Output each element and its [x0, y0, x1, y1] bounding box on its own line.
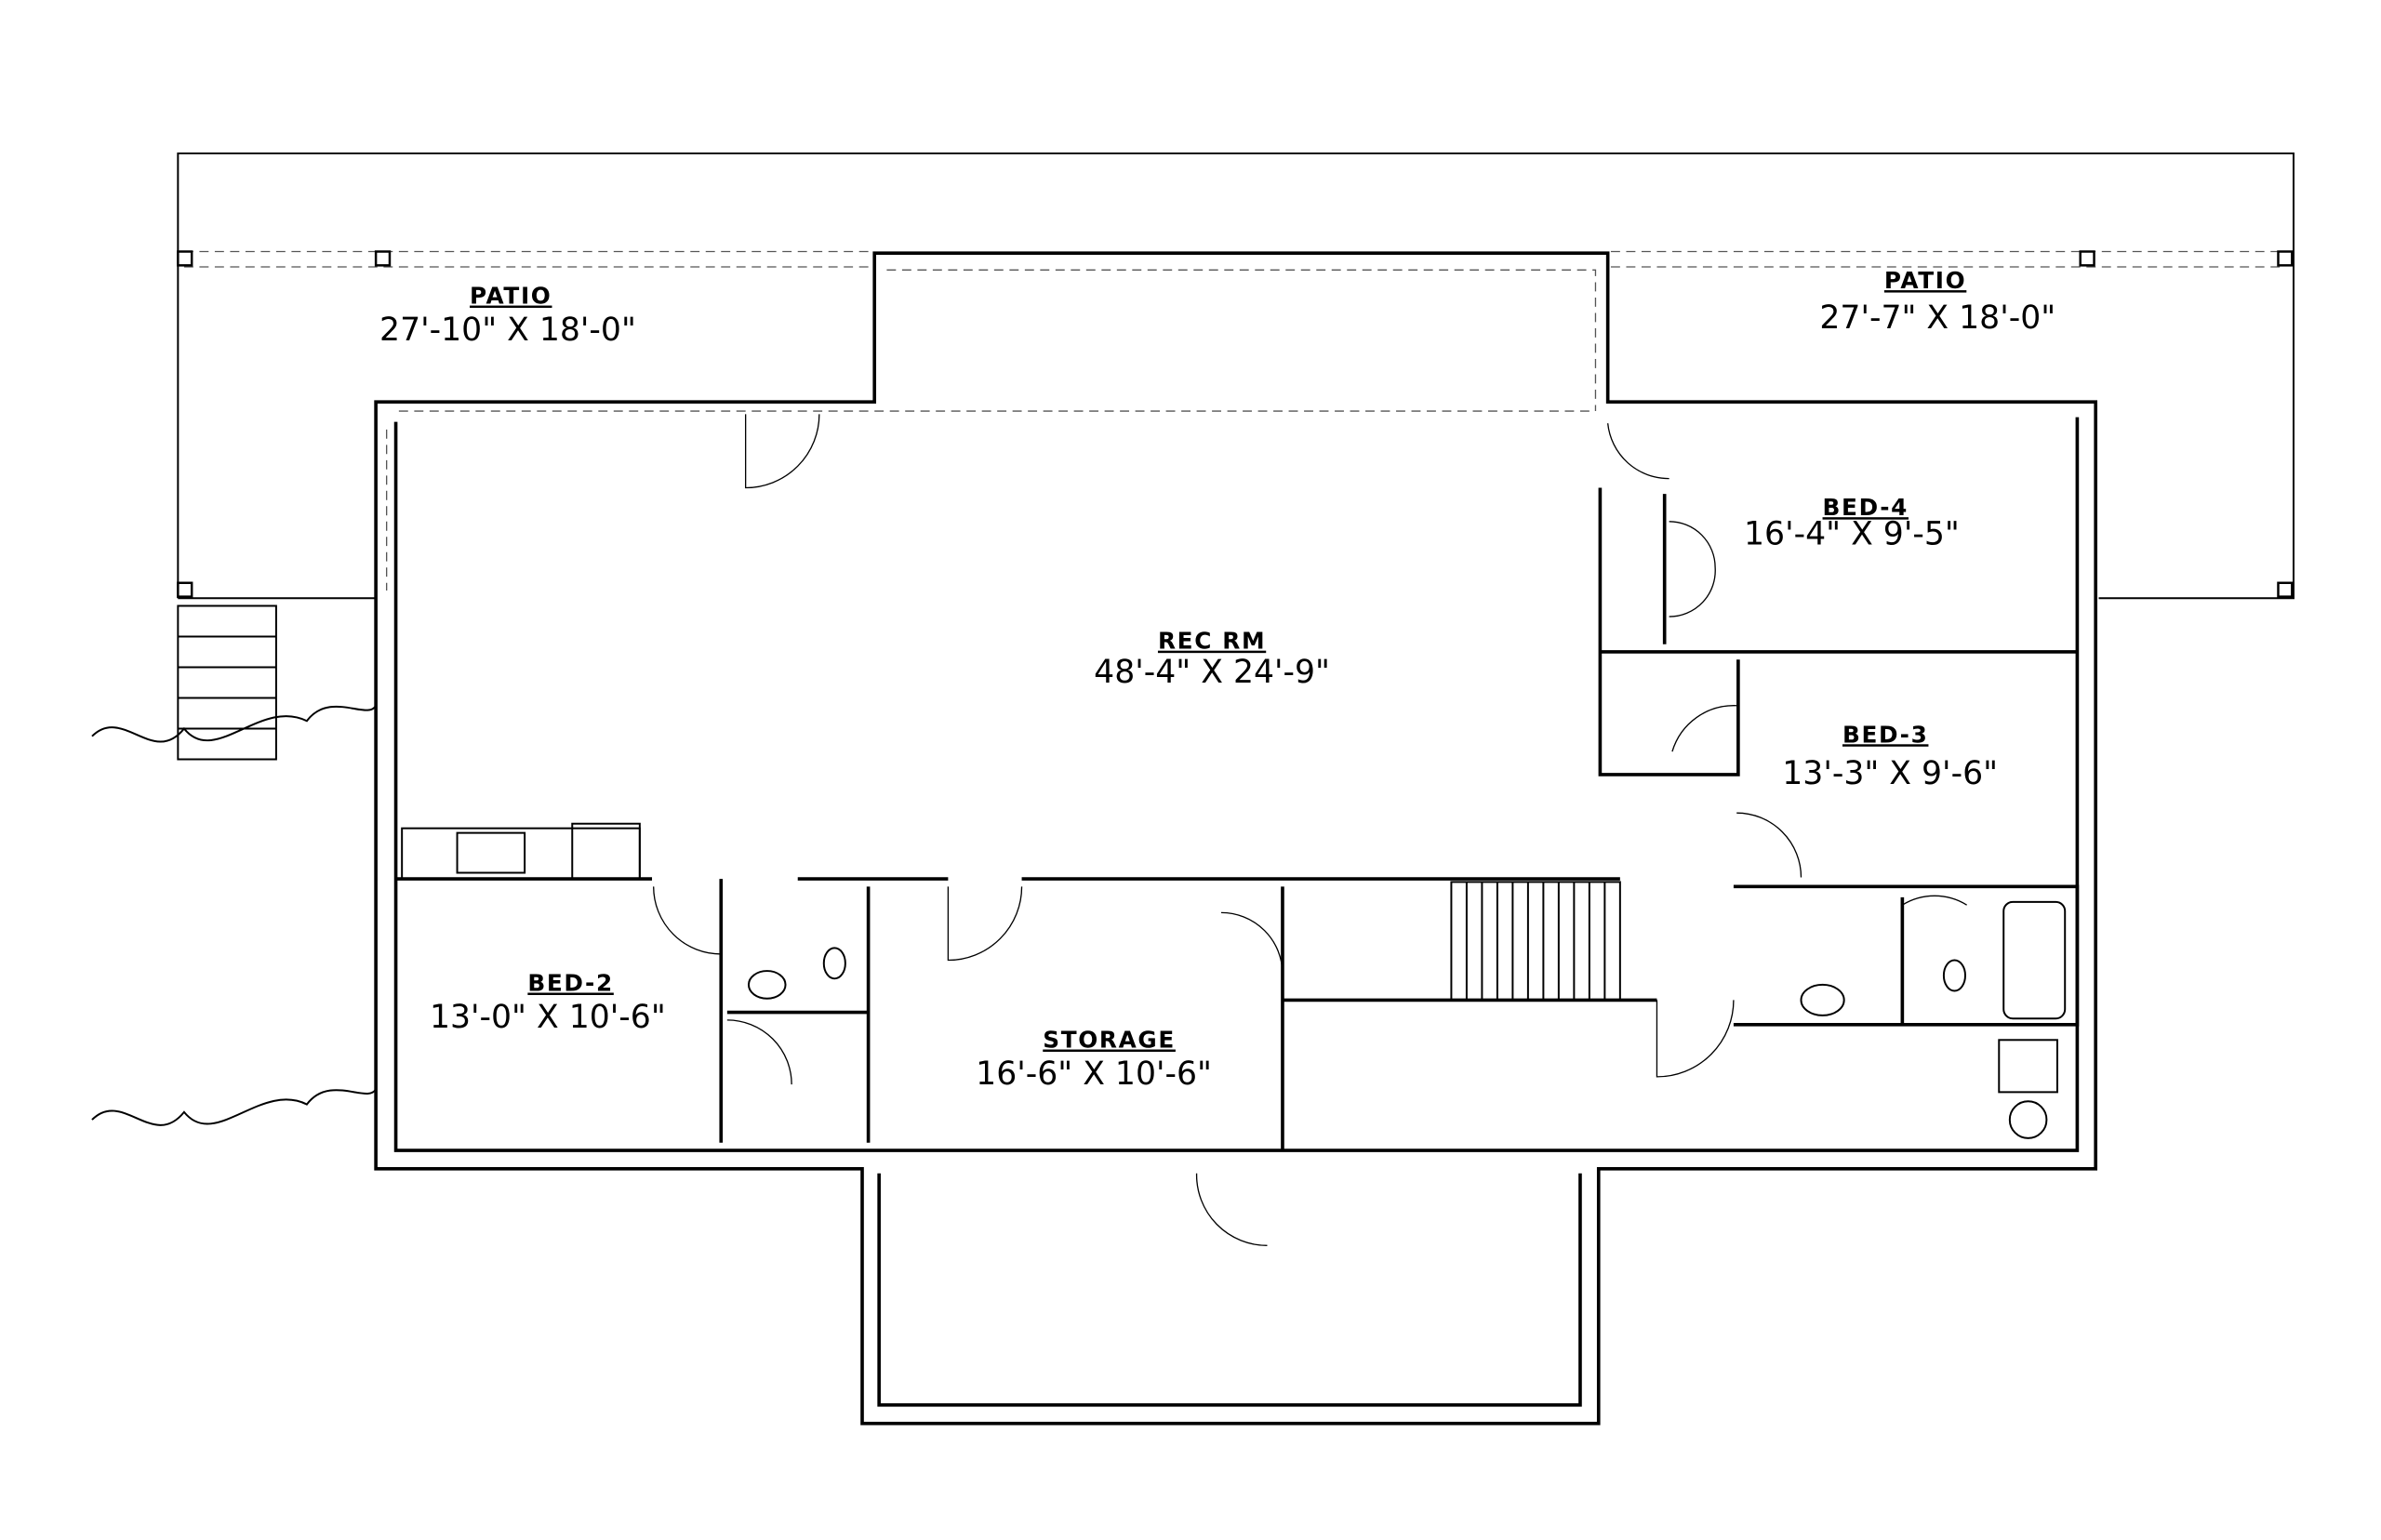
interior-wall-line [393, 417, 2080, 1407]
room-label-patio-right: PATIO [1884, 267, 1966, 294]
interior-walls [395, 487, 2080, 1151]
room-label-bed-2: BED-2 [527, 970, 613, 997]
room-label-bed-4: BED-4 [1823, 494, 1909, 521]
patio-roof-outline [177, 152, 2295, 600]
door-swings [653, 414, 1967, 1246]
room-size-storage: 16'-6" X 10'-6" [976, 1055, 1212, 1093]
room-size-patio-right: 27'-7" X 18'-0" [1819, 299, 2055, 337]
patio-posts [177, 250, 2294, 598]
room-label-bed-3: BED-3 [1842, 721, 1928, 748]
kitchenette [401, 822, 641, 881]
room-size-rec-rm: 48'-4" X 24'-9" [1094, 654, 1330, 691]
room-label-patio-left: PATIO [470, 283, 552, 310]
window-dash [386, 269, 1597, 591]
beam-line [183, 250, 2286, 268]
exterior-wall [374, 251, 2098, 1426]
room-label-rec-rm: REC RM [1158, 628, 1266, 655]
room-size-bed-2: 13'-0" X 10'-6" [430, 999, 666, 1036]
room-size-bed-3: 13'-3" X 9'-6" [1782, 755, 1998, 792]
exterior-stair [177, 604, 277, 761]
shrubs [91, 705, 378, 1126]
stairs [1450, 881, 1621, 1002]
room-label-storage: STORAGE [1043, 1027, 1176, 1054]
bath-fixtures [747, 900, 2067, 1139]
room-size-patio-left: 27'-10" X 18'-0" [379, 312, 636, 349]
room-size-bed-4: 16'-4" X 9'-5" [1744, 516, 1960, 553]
